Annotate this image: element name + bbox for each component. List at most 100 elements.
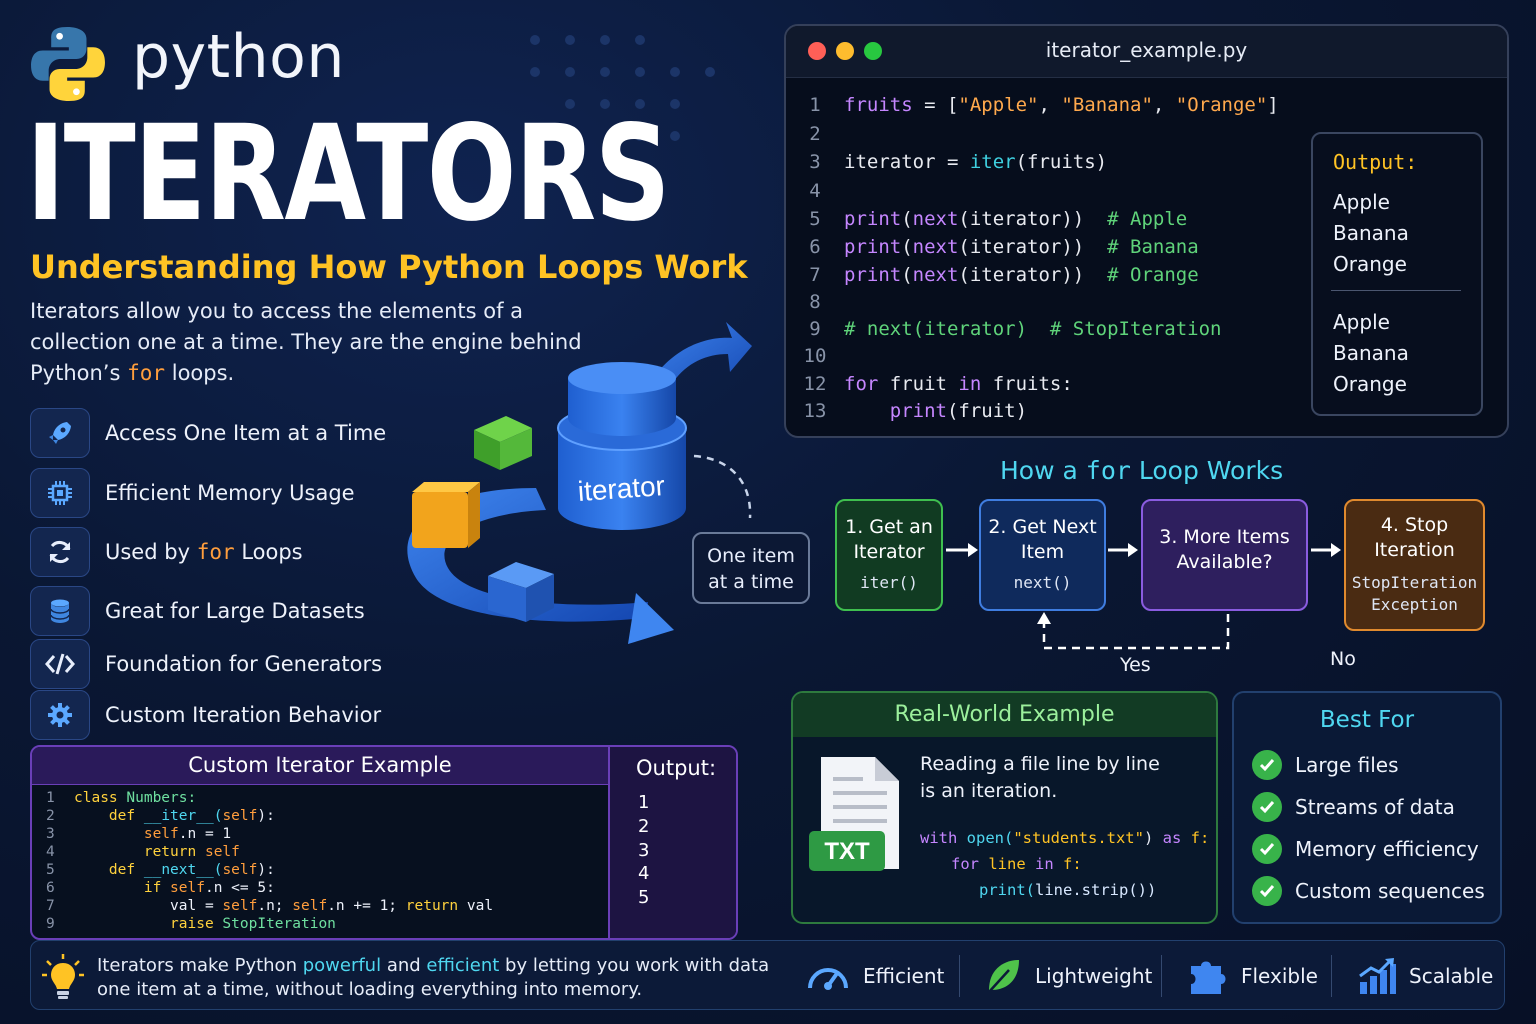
code-token: self: [222, 808, 258, 824]
feature-label: Used by for Loops: [105, 540, 303, 564]
summary-fragment: and: [381, 955, 427, 976]
step-code-line: StopIteration: [1351, 573, 1478, 592]
code-comment: # next(iterator) # StopIteration: [844, 318, 1222, 340]
line-number: 9: [809, 318, 821, 340]
code-token: ):: [257, 808, 275, 824]
code-token: class: [74, 790, 118, 806]
code-line: 5 def __next__(self):: [32, 861, 275, 879]
line-number: 2: [46, 808, 55, 824]
summary-fragment: Iterators make Python: [97, 955, 303, 976]
feature-label: Access One Item at a Time: [105, 421, 387, 445]
custom-iterator-title: Custom Iterator Example: [32, 747, 608, 785]
close-window-button[interactable]: [808, 42, 826, 60]
description-line: Reading a file line by line: [920, 753, 1160, 775]
output-value: 4: [638, 863, 650, 884]
step-label: 3. More Items: [1159, 526, 1290, 548]
feature-item: Great for Large Datasets: [30, 586, 365, 636]
code-token: next: [912, 264, 959, 286]
badge-label: Flexible: [1241, 964, 1318, 988]
line-number: 12: [803, 373, 827, 395]
page-title: ITERATORS: [26, 97, 671, 251]
code-token: .n += 1;: [327, 898, 406, 914]
code-comment: # Banana: [1107, 236, 1199, 258]
maximize-window-button[interactable]: [864, 42, 882, 60]
code-token: ): [1143, 829, 1154, 847]
code-token: def: [108, 808, 136, 824]
code-token: .n <= 5:: [204, 880, 275, 896]
summary-fragment: one item at a time, without loading ever…: [97, 979, 643, 1000]
code-token: print(: [979, 881, 1035, 899]
callout-line2: at a time: [708, 571, 794, 593]
code-token: self: [222, 898, 258, 914]
output-value: Orange: [1333, 372, 1407, 396]
code-token: = [: [912, 94, 959, 116]
line-number: 4: [809, 180, 821, 202]
code-token: self: [222, 862, 258, 878]
code-token: .n = 1: [178, 826, 232, 842]
code-token: iter: [969, 151, 1016, 173]
code-token: val: [458, 898, 494, 914]
code-token: ,: [1038, 94, 1062, 116]
txt-file-icon: TXT: [809, 757, 899, 871]
output-value: Apple: [1333, 190, 1390, 214]
line-number: 8: [809, 291, 821, 313]
flow-no-label: No: [1330, 648, 1356, 670]
best-for-label: Custom sequences: [1295, 879, 1485, 903]
page-subtitle: Understanding How Python Loops Work: [30, 248, 748, 286]
flow-title-keyword: for: [1085, 456, 1131, 485]
code-token: in: [1025, 855, 1054, 873]
flow-yes-label: Yes: [1120, 654, 1151, 676]
line-number: 2: [809, 123, 821, 145]
code-token: .n;: [257, 898, 293, 914]
code-token: with: [920, 829, 958, 847]
badge-lightweight: Lightweight: [983, 941, 1152, 1011]
code-line: 3 self.n = 1: [32, 825, 231, 843]
check-icon: [1252, 750, 1282, 780]
intro-paragraph: Iterators allow you to access the elemen…: [30, 296, 590, 389]
code-token: self: [143, 826, 179, 842]
best-for-item: Memory efficiency: [1252, 833, 1479, 865]
output-divider: [1331, 290, 1461, 291]
code-filename: iterator_example.py: [1045, 38, 1248, 62]
code-line: print(line.strip()): [979, 881, 1156, 899]
code-token: for: [951, 855, 979, 873]
best-for-item: Streams of data: [1252, 791, 1455, 823]
chip-icon: [30, 468, 90, 518]
code-token: in: [958, 373, 982, 395]
code-token: print: [844, 236, 902, 258]
code-line: 8: [786, 291, 844, 319]
code-token: (fruits): [1015, 151, 1108, 173]
arrow-right-icon: [946, 543, 978, 557]
code-token: raise: [170, 916, 214, 932]
code-token: print: [889, 400, 947, 422]
code-line: 9 raise StopIteration: [32, 915, 336, 933]
code-line: 4: [786, 180, 844, 208]
line-number: 10: [803, 345, 827, 367]
feature-label: Foundation for Generators: [105, 652, 383, 676]
code-token: if: [143, 880, 162, 896]
code-line: 2 def __iter__(self):: [32, 807, 275, 825]
code-line: 2: [786, 123, 844, 151]
line-number: 1: [46, 790, 55, 806]
code-token: open(: [957, 829, 1014, 847]
badge-efficient: Efficient: [805, 941, 944, 1011]
code-token: ]: [1267, 94, 1279, 116]
step-label: 2. Get Next: [988, 516, 1097, 538]
step-label: Iterator: [853, 541, 925, 563]
minimize-window-button[interactable]: [836, 42, 854, 60]
code-line: 13 print(fruit): [786, 400, 1028, 428]
check-icon: [1252, 876, 1282, 906]
badge-label: Scalable: [1409, 964, 1494, 988]
code-token: "Apple": [958, 94, 1039, 116]
feature-item: Access One Item at a Time: [30, 408, 387, 458]
flow-arrows: [946, 543, 1341, 650]
code-line: 7 val = self.n; self.n += 1; return val: [32, 897, 493, 915]
line-number: 13: [803, 400, 827, 422]
line-number: 3: [809, 151, 821, 173]
